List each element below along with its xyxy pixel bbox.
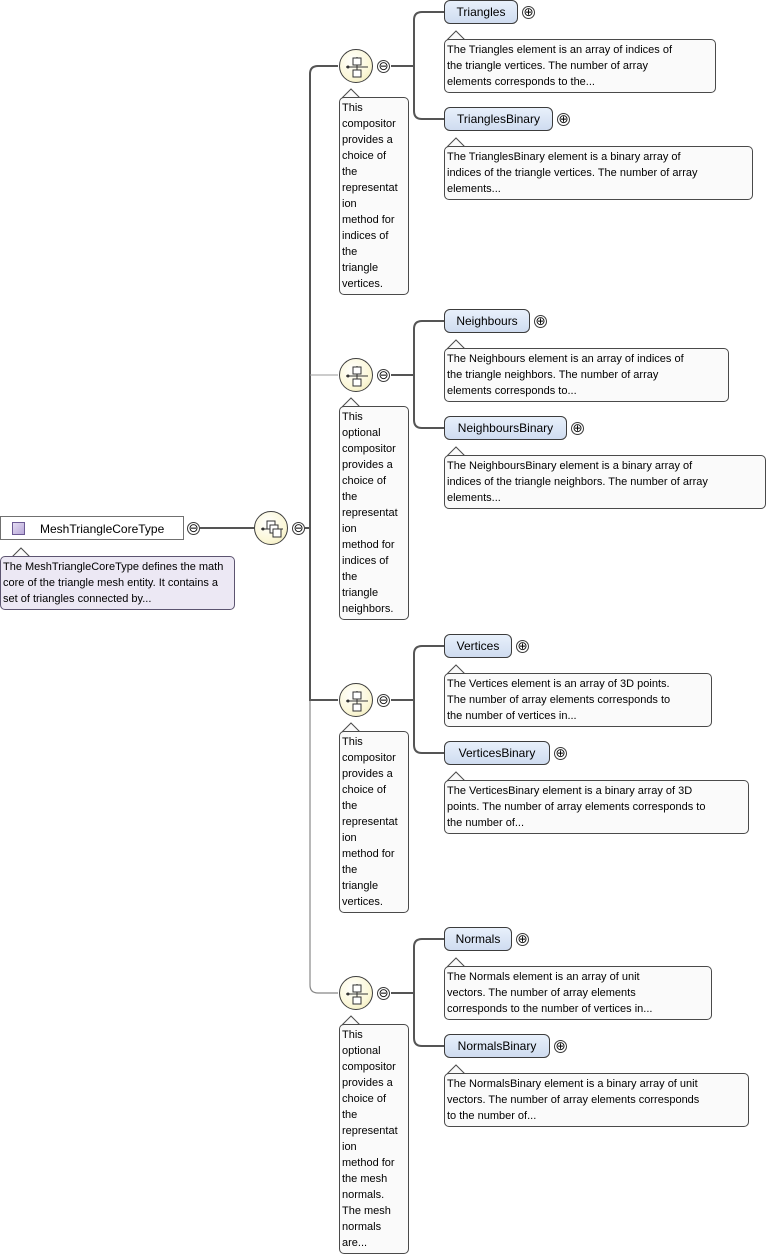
collapse-toggle-choice-4[interactable]: ⊖ [377,986,390,1000]
expand-toggle-normalsbinary[interactable]: ⊕ [554,1039,567,1053]
wire-choice-branches-2 [413,320,444,429]
type-node-doc: The MeshTriangleCoreType defines the mat… [0,556,235,610]
element-normals[interactable]: Normals [444,927,512,951]
element-doc-verticesbinary: The VerticesBinary element is a binary a… [444,780,749,834]
element-neighbours[interactable]: Neighbours [444,309,530,333]
expand-toggle-neighboursbinary[interactable]: ⊕ [571,421,584,435]
trunk-wire-mandatory-2 [309,528,338,701]
element-doc-normals: The Normals element is an array of unit … [444,966,712,1020]
choice-compositor-doc-3: This compositor provides a choice of the… [339,731,409,913]
note-pointer-neighbours [446,339,466,350]
choice-compositor-2[interactable] [339,358,373,392]
element-doc-vertices: The Vertices element is an array of 3D p… [444,673,712,727]
wire-choice-branches-1 [413,11,444,120]
element-normalsbinary[interactable]: NormalsBinary [444,1034,550,1058]
complex-type-icon [12,522,25,535]
element-vertices[interactable]: Vertices [444,634,512,658]
choice-compositor-icon [346,984,368,1005]
note-pointer-normalsbinary [446,1064,466,1075]
element-verticesbinary[interactable]: VerticesBinary [444,741,550,765]
element-neighboursbinary[interactable]: NeighboursBinary [444,416,567,440]
note-pointer-choice-2 [341,397,361,408]
choice-compositor-doc-4: This optional compositor provides a choi… [339,1024,409,1254]
collapse-toggle-choice-1[interactable]: ⊖ [377,59,390,73]
expand-toggle-neighbours[interactable]: ⊕ [534,314,547,328]
element-doc-normalsbinary: The NormalsBinary element is a binary ar… [444,1073,749,1127]
note-pointer-normals [446,957,466,968]
collapse-toggle-choice-3[interactable]: ⊖ [377,693,390,707]
element-doc-neighbours: The Neighbours element is an array of in… [444,348,729,402]
note-pointer-choice-4 [341,1015,361,1026]
note-pointer-vertices [446,664,466,675]
choice-compositor-1[interactable] [339,49,373,83]
note-pointer-trianglesbinary [446,137,466,148]
note-pointer-choice-1 [341,88,361,99]
choice-compositor-3[interactable] [339,683,373,717]
note-pointer-triangles [446,30,466,41]
element-trianglesbinary[interactable]: TrianglesBinary [444,107,553,131]
wire-choice-branches-4 [413,938,444,1047]
expand-toggle-triangles[interactable]: ⊕ [522,5,535,19]
note-pointer-verticesbinary [446,771,466,782]
sequence-compositor[interactable] [254,511,288,545]
choice-compositor-icon [346,57,368,78]
element-doc-triangles: The Triangles element is an array of ind… [444,39,716,93]
collapse-toggle-sequence[interactable]: ⊖ [292,521,305,535]
note-pointer-type-node [11,547,31,558]
choice-compositor-4[interactable] [339,976,373,1010]
trunk-wire [309,65,338,994]
expand-toggle-vertices[interactable]: ⊕ [516,639,529,653]
element-doc-neighboursbinary: The NeighboursBinary element is a binary… [444,455,766,509]
element-triangles[interactable]: Triangles [444,0,518,24]
choice-compositor-doc-2: This optional compositor provides a choi… [339,406,409,620]
note-pointer-neighboursbinary [446,446,466,457]
choice-compositor-icon [346,691,368,712]
expand-toggle-trianglesbinary[interactable]: ⊕ [557,112,570,126]
type-node-mesh-triangle-core-type[interactable]: MeshTriangleCoreType [0,516,184,540]
element-doc-trianglesbinary: The TrianglesBinary element is a binary … [444,146,753,200]
choice-compositor-icon [346,366,368,387]
expand-toggle-verticesbinary[interactable]: ⊕ [554,746,567,760]
collapse-toggle-choice-2[interactable]: ⊖ [377,368,390,382]
note-pointer-choice-3 [341,722,361,733]
choice-compositor-doc-1: This compositor provides a choice of the… [339,97,409,295]
trunk-wire-mandatory-1 [309,65,338,528]
type-node-label: MeshTriangleCoreType [40,522,165,536]
collapse-toggle-type-node[interactable]: ⊖ [187,521,200,535]
expand-toggle-normals[interactable]: ⊕ [516,932,529,946]
sequence-compositor-icon [261,520,283,538]
wire-choice-branches-3 [413,645,444,754]
